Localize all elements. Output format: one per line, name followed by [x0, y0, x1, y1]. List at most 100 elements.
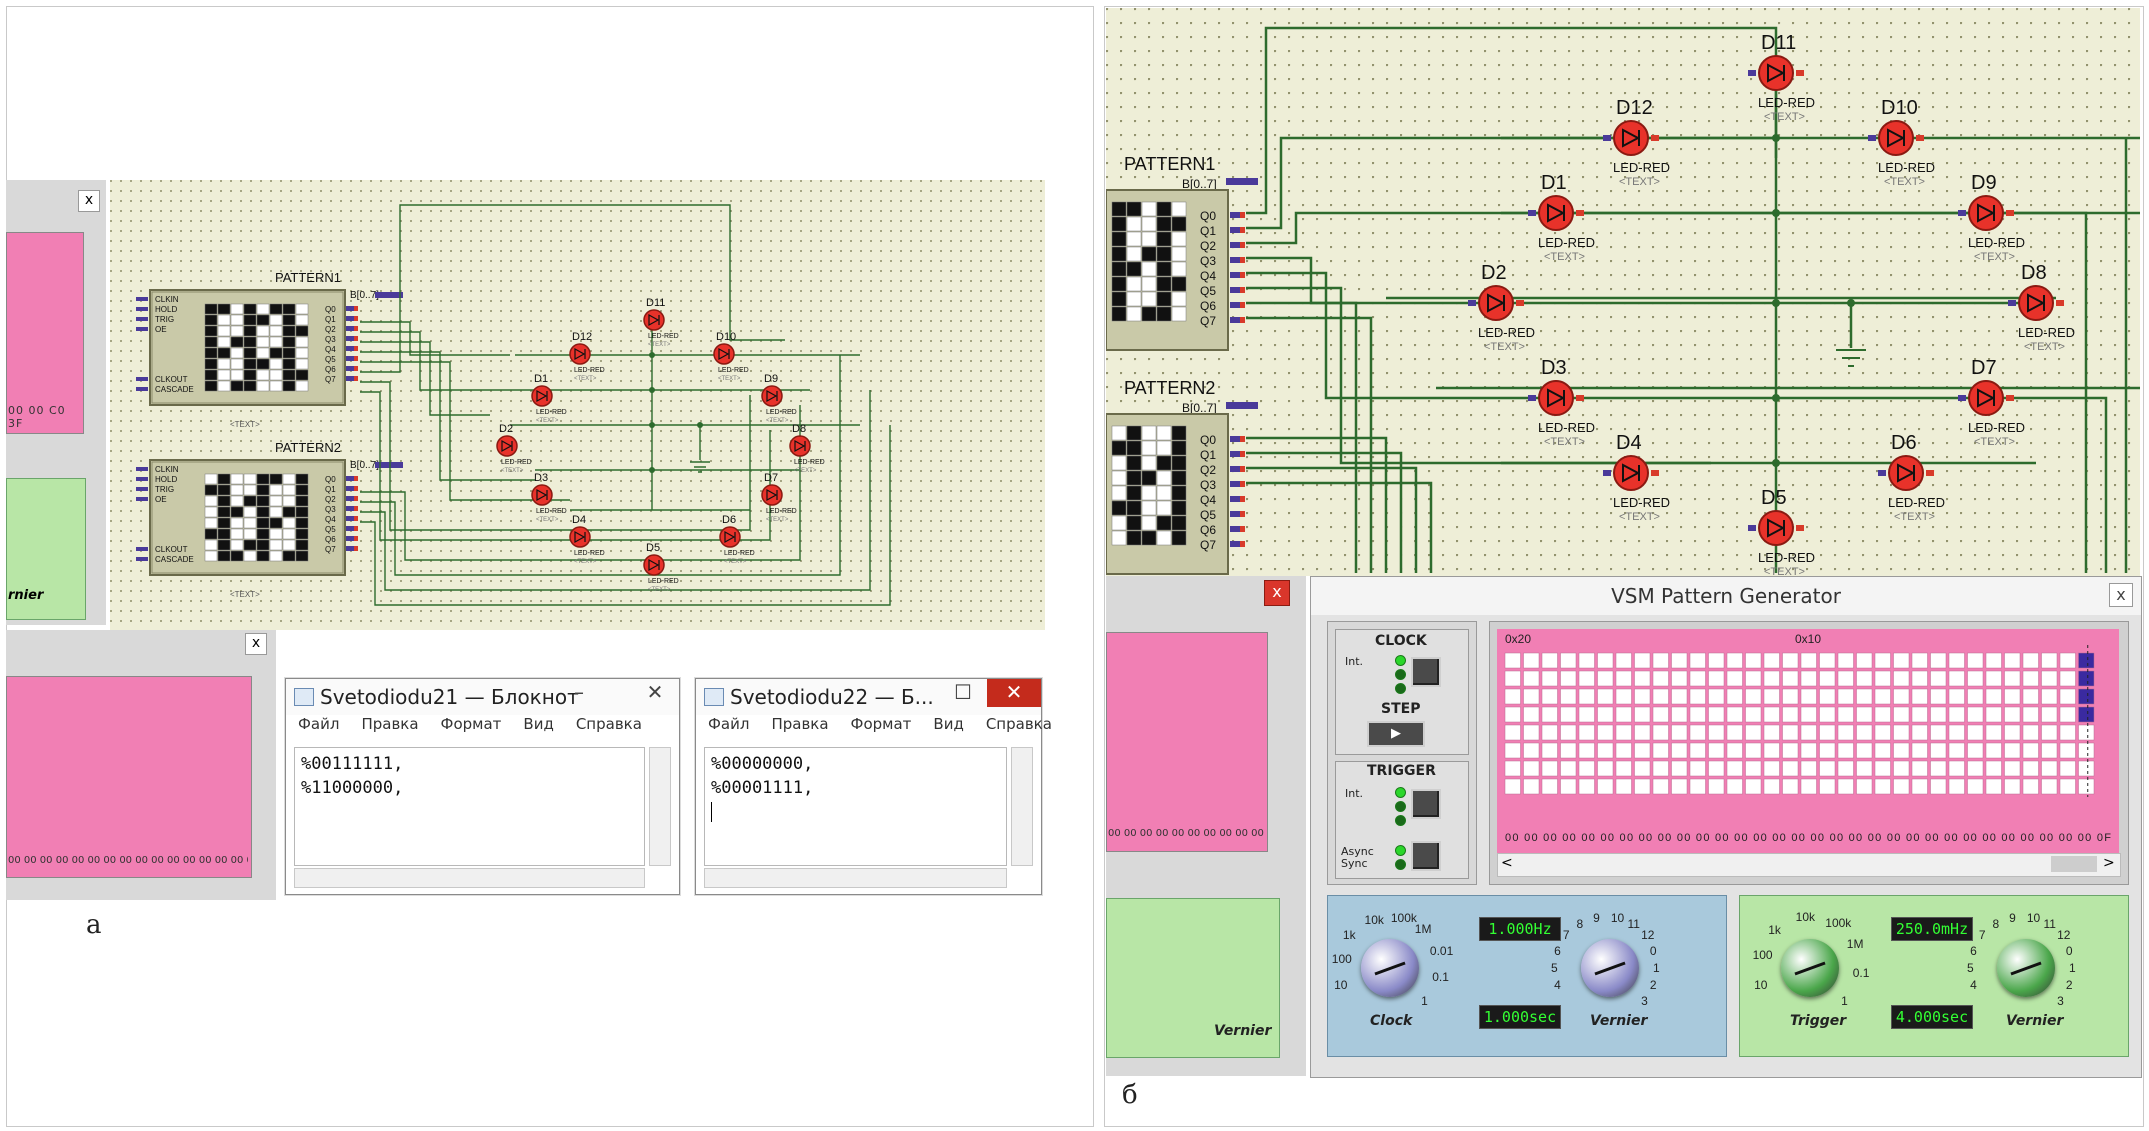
clock-indicator: [1374, 961, 1406, 976]
pattern-cell: [204, 325, 218, 337]
grid-cell: [1615, 688, 1632, 705]
pattern-name: PATTERN1: [1124, 154, 1215, 174]
notepad2-horizontal-scrollbar[interactable]: [704, 868, 1007, 888]
grid-cell: [1634, 724, 1651, 741]
menu-format[interactable]: Формат: [850, 715, 912, 733]
grid-cell: [1597, 706, 1614, 723]
grid-cell: [1856, 724, 1873, 741]
menu-view[interactable]: Вид: [933, 715, 964, 733]
grid-cell: [2022, 760, 2039, 777]
trigger-dial[interactable]: [1781, 939, 1839, 997]
pattern-cell: [1171, 455, 1187, 471]
grid-cell: [2059, 760, 2076, 777]
pattern-cell: [1171, 425, 1187, 441]
async-sync-button[interactable]: [1411, 841, 1441, 871]
grid-cell: [1504, 706, 1521, 723]
grid-cell: [1708, 706, 1725, 723]
trigger-vernier-scale-label: 3: [2057, 993, 2064, 1008]
led-type: LED-RED: [724, 550, 755, 557]
pattern-cell: [1171, 216, 1187, 232]
pattern-output-pin: [1230, 511, 1240, 517]
grid-cell: [1911, 652, 1928, 669]
pattern-cell: [1171, 515, 1187, 531]
pattern-cell: [269, 539, 283, 551]
pattern-output-label: Q5: [1200, 284, 1216, 298]
pattern-cell: [1126, 470, 1142, 486]
wire-junction: [649, 422, 655, 428]
clock-scale-label: 0.1: [1432, 969, 1449, 984]
notepad2-vertical-scrollbar[interactable]: [1011, 747, 1033, 866]
pattern-output-pin-tip: [1240, 272, 1245, 278]
led-pin: [1748, 70, 1756, 76]
notepad2-close-button[interactable]: ✕: [987, 679, 1041, 707]
scroll-thumb[interactable]: [2051, 856, 2097, 872]
led-designator: D3: [1541, 357, 1567, 379]
pattern-cell: [1111, 276, 1127, 292]
scroll-left-arrow[interactable]: <: [1501, 855, 1513, 871]
left-panel-close-button[interactable]: x: [78, 190, 100, 212]
menu-edit[interactable]: Правка: [771, 715, 829, 733]
pattern-cell: [295, 517, 309, 529]
led-type: LED-RED: [574, 550, 605, 557]
clock-mode-button[interactable]: [1411, 657, 1441, 687]
led-text-tag: <TEXT>: [724, 559, 747, 565]
pattern-cell: [295, 358, 309, 370]
menu-file[interactable]: Файл: [708, 715, 750, 733]
grid-cell: [1948, 688, 1965, 705]
notepad1-horizontal-scrollbar[interactable]: [294, 868, 645, 888]
vsm-close-button[interactable]: x: [2109, 583, 2133, 607]
notepad1-vertical-scrollbar[interactable]: [649, 747, 671, 866]
grid-cell: [1578, 652, 1595, 669]
led-icon: [1968, 195, 2004, 231]
pattern-cell: [1171, 201, 1187, 217]
pattern-cell: [282, 358, 296, 370]
left-bottom-close-button[interactable]: x: [245, 633, 267, 655]
pattern-cell: [269, 517, 283, 529]
pattern-cell: [230, 380, 244, 392]
grid-cell: [1689, 742, 1706, 759]
scroll-right-arrow[interactable]: >: [2103, 855, 2115, 871]
pattern-output-pin: [346, 476, 354, 481]
pattern-output-pin: [1230, 302, 1240, 308]
menu-file[interactable]: Файл: [298, 715, 340, 733]
notepad2-maximize-button[interactable]: ☐: [954, 680, 972, 704]
grid-cell: [1745, 742, 1762, 759]
clock-dial[interactable]: [1361, 939, 1419, 997]
menu-format[interactable]: Формат: [440, 715, 502, 733]
grid-cell: [1763, 688, 1780, 705]
grid-cell: [1819, 652, 1836, 669]
right-cropped-close-button[interactable]: x: [1264, 580, 1290, 606]
notepad2-text-area[interactable]: %00000000,%00001111,: [704, 747, 1007, 866]
pattern-output-pin: [1230, 242, 1240, 248]
menu-edit[interactable]: Правка: [361, 715, 419, 733]
grid-cell: [2041, 670, 2058, 687]
grid-cell: [1948, 724, 1965, 741]
pattern-cell: [1141, 306, 1157, 322]
pattern-output-label: Q3: [1200, 254, 1216, 268]
menu-view[interactable]: Вид: [523, 715, 554, 733]
pattern-cell: [1171, 261, 1187, 277]
grid-cell: [2004, 706, 2021, 723]
pattern-output-pin: [1230, 541, 1240, 547]
led-type: LED-RED: [536, 508, 567, 515]
clock-vernier-dial[interactable]: [1581, 939, 1639, 997]
pattern-cell: [269, 380, 283, 392]
pattern-pin: [136, 387, 148, 391]
menu-help[interactable]: Справка: [575, 715, 642, 733]
menu-help[interactable]: Справка: [985, 715, 1052, 733]
trigger-mode-button[interactable]: [1411, 789, 1441, 819]
diode-symbol: [794, 439, 806, 453]
pattern-cell: [230, 473, 244, 485]
notepad1-text-area[interactable]: %00111111,%11000000,: [294, 747, 645, 866]
grid-cell: [1541, 706, 1558, 723]
vsm-grid-scrollbar[interactable]: [1497, 853, 2121, 877]
trigger-vernier-dial[interactable]: [1997, 939, 2055, 997]
grid-cell: [1597, 760, 1614, 777]
notepad1-close-button[interactable]: ✕: [646, 680, 664, 704]
step-button[interactable]: ▶: [1367, 721, 1425, 747]
led-text-tag: <TEXT>: [766, 517, 789, 523]
notepad1-minimize-button[interactable]: –: [574, 680, 584, 704]
led-text-tag: <TEXT>: [536, 418, 559, 424]
grid-cell: [1541, 760, 1558, 777]
grid-cell: [1634, 652, 1651, 669]
